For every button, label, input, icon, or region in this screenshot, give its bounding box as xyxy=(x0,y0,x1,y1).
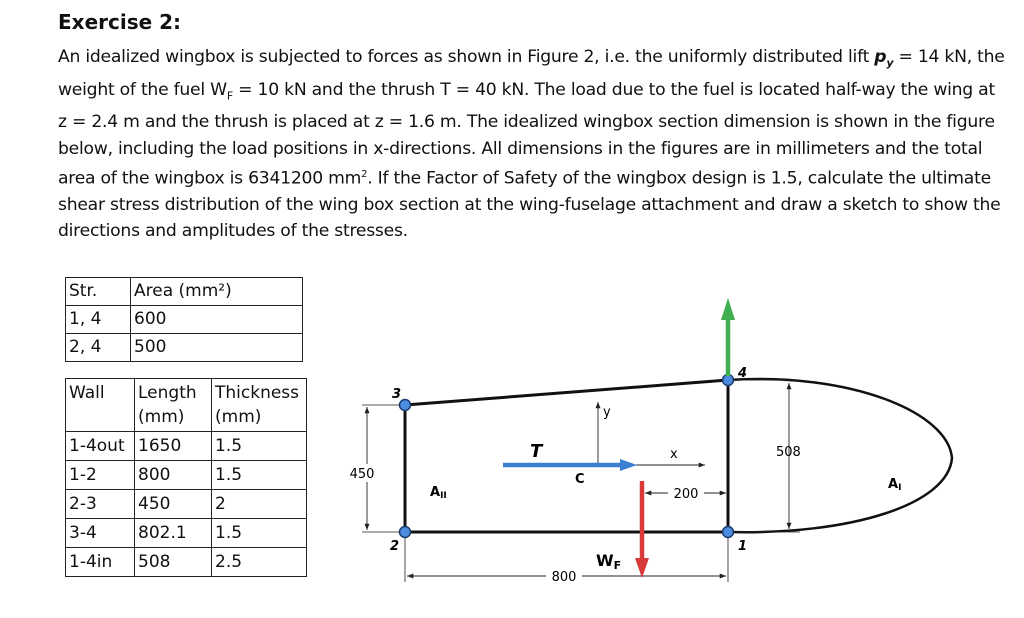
statement-part-4: . If the Factor of Safety of the wingbox… xyxy=(58,168,1001,242)
thrust-label: T xyxy=(530,441,544,462)
fuel-weight-arrow: WF xyxy=(596,481,649,578)
svg-text:800: 800 xyxy=(552,570,577,585)
table-cell: 1.5 xyxy=(211,460,307,490)
stringer-node-2 xyxy=(398,525,412,539)
stringer-node-3 xyxy=(398,398,412,412)
svg-text:200: 200 xyxy=(674,487,699,502)
table-cell: 2 xyxy=(211,489,307,519)
stringer-node-4 xyxy=(721,373,735,387)
fuel-subscript: F xyxy=(226,89,233,103)
wingbox-outline xyxy=(403,378,730,534)
statement-part-2: = 14 kN, the weight of the fuel W xyxy=(58,47,1005,100)
stringer-area-table: Str. Area (mm²) 1, 4 600 2, 4 500 xyxy=(65,277,303,362)
dimension-450: 450 xyxy=(346,404,400,533)
node-label-3: 3 xyxy=(392,387,401,402)
lift-arrow xyxy=(721,298,735,376)
axis-y-label: y xyxy=(603,405,611,420)
svg-text:450: 450 xyxy=(350,467,375,482)
coordinate-axes: y x C xyxy=(575,402,705,487)
area-superscript: 2 xyxy=(361,169,368,181)
table-row: 1-4in 508 2.5 xyxy=(65,547,307,577)
table-row: 2, 4 500 xyxy=(65,333,303,362)
table-cell: 500 xyxy=(130,333,303,362)
table-header-row: Str. Area (mm²) xyxy=(65,277,303,306)
node-label-4: 4 xyxy=(737,366,747,381)
dimension-508: 508 xyxy=(733,379,801,533)
table-header-row: Wall Length (mm) Thickness (mm) xyxy=(65,378,307,432)
table-cell: 508 xyxy=(134,547,212,577)
centroid-label: C xyxy=(575,472,585,487)
problem-statement: An idealized wingbox is subjected to for… xyxy=(58,44,1008,245)
axis-x-label: x xyxy=(670,447,678,462)
table-row: 3-4 802.1 1.5 xyxy=(65,518,307,548)
table-header-cell: Length (mm) xyxy=(134,378,212,432)
table-cell: 802.1 xyxy=(134,518,212,548)
table-cell: 1-2 xyxy=(65,460,135,490)
table-cell: 1650 xyxy=(134,431,212,461)
lift-symbol: py xyxy=(874,47,894,70)
exercise-title: Exercise 2: xyxy=(58,10,182,34)
table-cell: 1-4out xyxy=(65,431,135,461)
statement-part-3: = 10 kN and the thrush T = 40 kN. The lo… xyxy=(58,79,995,189)
table-cell: 1-4in xyxy=(65,547,135,577)
area-II-label: AII xyxy=(430,485,447,501)
nose-cell-outline xyxy=(727,377,954,534)
thrust-arrow: T xyxy=(503,441,637,471)
table-header-cell: Wall xyxy=(65,378,135,432)
dimension-800: 800 xyxy=(404,538,729,585)
wall-properties-table: Wall Length (mm) Thickness (mm) 1-4out 1… xyxy=(65,378,307,577)
table-cell: 1, 4 xyxy=(65,305,131,334)
statement-part-1: An idealized wingbox is subjected to for… xyxy=(58,47,875,67)
table-row: 1-4out 1650 1.5 xyxy=(65,431,307,461)
table-header-cell: Thickness (mm) xyxy=(211,378,307,432)
fuel-label: WF xyxy=(596,551,621,572)
dimension-200: 200 xyxy=(645,485,726,502)
node-label-2: 2 xyxy=(390,539,399,554)
table-cell: 2.5 xyxy=(211,547,307,577)
table-cell: 2-3 xyxy=(65,489,135,519)
table-cell: 3-4 xyxy=(65,518,135,548)
node-label-1: 1 xyxy=(738,539,747,554)
table-cell: 1.5 xyxy=(211,431,307,461)
svg-text:508: 508 xyxy=(776,445,801,460)
table-row: 1-2 800 1.5 xyxy=(65,460,307,490)
table-header-cell: Area (mm²) xyxy=(130,277,303,306)
stringer-node-1 xyxy=(721,525,735,539)
area-I-label: AI xyxy=(888,477,901,493)
